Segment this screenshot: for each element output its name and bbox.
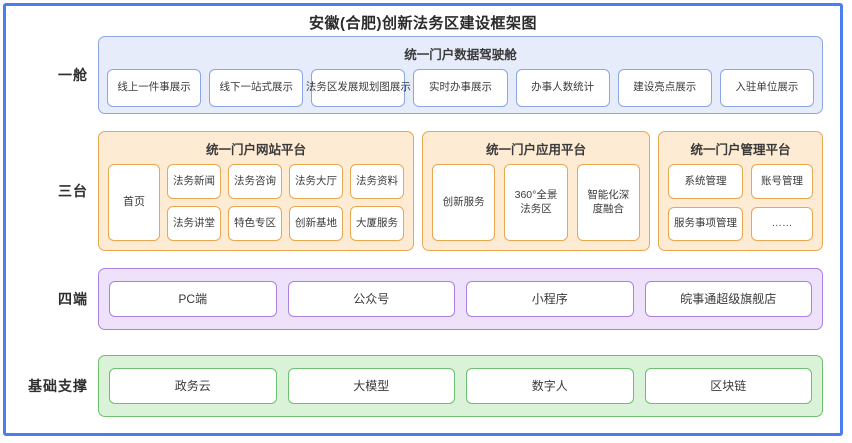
- cabin-band: 统一门户数据驾驶舱 线上一件事展示 线下一站式展示 法务区发展规划图展示 实时办…: [98, 36, 823, 114]
- cabin-cell[interactable]: 线下一站式展示: [209, 69, 304, 107]
- row-label-platform: 三台: [58, 183, 88, 199]
- platform-application-title: 统一门户应用平台: [485, 143, 586, 157]
- ends-band: PC端 公众号 小程序 皖事通超级旗舰店: [98, 268, 823, 330]
- cabin-cell[interactable]: 办事人数统计: [515, 69, 610, 107]
- diagram-frame: 安徽(合肥)创新法务区建设框架图 一舱 统一门户数据驾驶舱 线上一件事展示 线下…: [3, 3, 843, 436]
- row-label-base: 基础支撑: [28, 378, 88, 394]
- website-cell[interactable]: 特色专区: [228, 206, 282, 241]
- website-cell-home[interactable]: 首页: [108, 164, 160, 241]
- cabin-cell[interactable]: 法务区发展规划图展示: [306, 69, 411, 107]
- row-platform: 三台 统一门户网站平台 首页 法务新闻 法务咨询 法务大厅 法务资料 法务讲堂 …: [6, 130, 840, 252]
- cabin-band-title: 统一门户数据驾驶舱: [404, 48, 517, 62]
- management-cell-more[interactable]: ……: [751, 206, 813, 241]
- platform-application-body: 创新服务 360°全景法务区 智能化深度融合: [432, 164, 640, 241]
- website-cell[interactable]: 法务新闻: [167, 164, 221, 199]
- application-cell[interactable]: 智能化深度融合: [576, 164, 640, 241]
- website-cell-grid: 法务新闻 法务咨询 法务大厅 法务资料 法务讲堂 特色专区 创新基地 大厦服务: [167, 164, 404, 241]
- website-cell[interactable]: 法务资料: [350, 164, 404, 199]
- platform-band: 统一门户网站平台 首页 法务新闻 法务咨询 法务大厅 法务资料 法务讲堂 特色专…: [98, 131, 823, 251]
- website-cell[interactable]: 法务讲堂: [167, 206, 221, 241]
- base-cell[interactable]: 区块链: [644, 368, 812, 404]
- cabin-cell-list: 线上一件事展示 线下一站式展示 法务区发展规划图展示 实时办事展示 办事人数统计…: [107, 69, 814, 107]
- row-ends: 四端 PC端 公众号 小程序 皖事通超级旗舰店: [6, 267, 840, 331]
- platform-management-body: 系统管理 账号管理 服务事项管理 ……: [668, 164, 813, 241]
- cabin-cell[interactable]: 线上一件事展示: [107, 69, 202, 107]
- cabin-cell[interactable]: 建设亮点展示: [617, 69, 712, 107]
- platform-management: 统一门户管理平台 系统管理 账号管理 服务事项管理 ……: [658, 131, 823, 251]
- management-cell[interactable]: 账号管理: [751, 164, 813, 199]
- application-cell[interactable]: 创新服务: [432, 164, 496, 241]
- base-band: 政务云 大模型 数字人 区块链: [98, 355, 823, 417]
- website-cell[interactable]: 创新基地: [289, 206, 343, 241]
- platform-application: 统一门户应用平台 创新服务 360°全景法务区 智能化深度融合: [422, 131, 650, 251]
- management-cell[interactable]: 系统管理: [668, 164, 743, 199]
- ends-cell[interactable]: 小程序: [466, 281, 634, 317]
- platform-website-body: 首页 法务新闻 法务咨询 法务大厅 法务资料 法务讲堂 特色专区 创新基地 大厦…: [108, 164, 404, 241]
- website-cell[interactable]: 法务大厅: [289, 164, 343, 199]
- page-title: 安徽(合肥)创新法务区建设框架图: [309, 15, 537, 32]
- ends-cell[interactable]: 皖事通超级旗舰店: [644, 281, 812, 317]
- row-label-ends: 四端: [58, 291, 88, 307]
- base-cell[interactable]: 政务云: [109, 368, 277, 404]
- ends-cell[interactable]: PC端: [109, 281, 277, 317]
- website-cell[interactable]: 大厦服务: [350, 206, 404, 241]
- ends-cell[interactable]: 公众号: [287, 281, 455, 317]
- base-cell[interactable]: 数字人: [466, 368, 634, 404]
- cabin-cell[interactable]: 实时办事展示: [413, 69, 508, 107]
- row-label-cabin: 一舱: [58, 67, 88, 83]
- cabin-cell[interactable]: 入驻单位展示: [719, 69, 814, 107]
- application-cell[interactable]: 360°全景法务区: [504, 164, 568, 241]
- platform-website: 统一门户网站平台 首页 法务新闻 法务咨询 法务大厅 法务资料 法务讲堂 特色专…: [98, 131, 414, 251]
- platform-website-title: 统一门户网站平台: [205, 143, 306, 157]
- row-base: 基础支撑 政务云 大模型 数字人 区块链: [6, 354, 840, 418]
- management-cell[interactable]: 服务事项管理: [668, 206, 743, 241]
- platform-management-title: 统一门户管理平台: [690, 143, 791, 157]
- website-cell[interactable]: 法务咨询: [228, 164, 282, 199]
- base-cell[interactable]: 大模型: [287, 368, 455, 404]
- row-cabin: 一舱 统一门户数据驾驶舱 线上一件事展示 线下一站式展示 法务区发展规划图展示 …: [6, 34, 840, 116]
